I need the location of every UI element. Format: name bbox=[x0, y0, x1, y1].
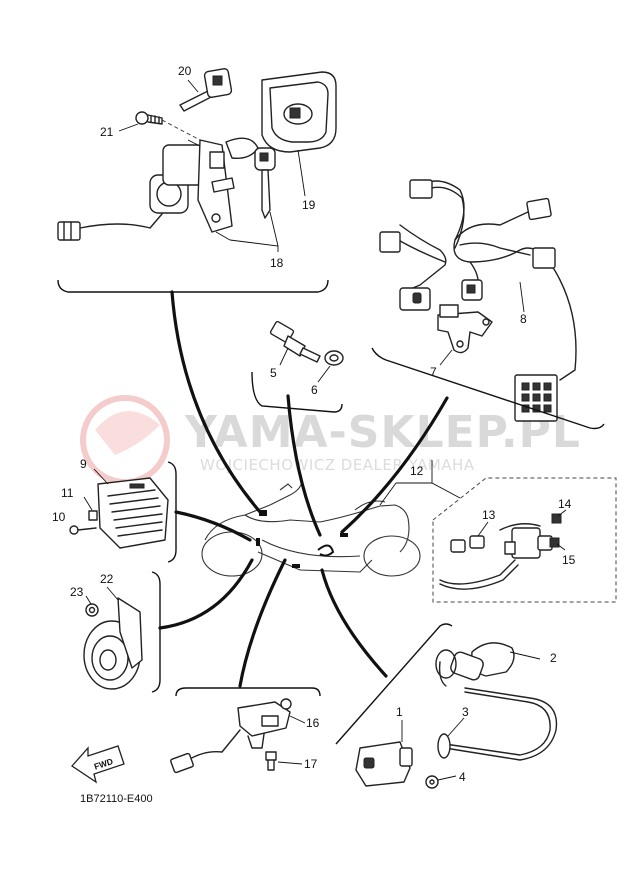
connector-13 bbox=[450, 539, 466, 553]
diagram-code: 1B72110-E400 bbox=[80, 793, 153, 805]
collar-icon bbox=[88, 510, 98, 521]
part-label-3: 3 bbox=[462, 705, 469, 719]
sensor-7 bbox=[437, 304, 493, 354]
switch-group-12: 12 14 15 13 bbox=[379, 460, 617, 603]
watermark-dealer: WOJCIECHOWICZ DEALER YAMAHA bbox=[200, 456, 475, 474]
watermark-logo-icon bbox=[80, 395, 170, 485]
part-label-10: 10 bbox=[52, 510, 66, 524]
wire-harness bbox=[419, 180, 577, 381]
sidestand-wire bbox=[187, 729, 241, 761]
part-label-8: 8 bbox=[520, 312, 527, 326]
group-bracket-sidestand bbox=[175, 687, 321, 697]
group-bracket-ignition bbox=[335, 623, 453, 745]
wire-harness-group: 8 7 bbox=[371, 179, 605, 430]
main-switch-connector bbox=[57, 221, 81, 241]
part-label-2: 2 bbox=[550, 651, 557, 665]
spare-key-icon bbox=[254, 147, 276, 219]
part-label-19: 19 bbox=[302, 198, 316, 212]
horn-group: 22 23 bbox=[70, 571, 161, 693]
ignition-coil bbox=[355, 741, 413, 787]
rectifier-regulator bbox=[97, 477, 169, 549]
connection-lines bbox=[158, 290, 449, 688]
part-label-1: 1 bbox=[396, 705, 403, 719]
main-switch bbox=[149, 137, 259, 233]
part-label-15: 15 bbox=[562, 553, 576, 567]
rectifier-group: 9 11 10 bbox=[52, 457, 177, 563]
terminal-15 bbox=[549, 537, 560, 548]
part-label-6: 6 bbox=[311, 383, 318, 397]
part-label-9: 9 bbox=[80, 457, 87, 471]
horn bbox=[83, 597, 143, 690]
part-label-11: 11 bbox=[61, 486, 74, 500]
plug-cap bbox=[435, 642, 515, 687]
part-label-14: 14 bbox=[558, 497, 572, 511]
main-switch-group: 20 21 19 18 bbox=[57, 64, 337, 293]
key-icon bbox=[179, 68, 233, 112]
sidestand-switch-group: 16 17 bbox=[170, 687, 321, 774]
group-bracket-18 bbox=[57, 279, 329, 293]
part-label-21: 21 bbox=[100, 125, 114, 139]
connection-marker bbox=[259, 510, 267, 516]
part-label-22: 22 bbox=[100, 572, 114, 586]
sidestand-switch bbox=[237, 698, 292, 749]
part-label-7: 7 bbox=[430, 365, 437, 379]
part-label-20: 20 bbox=[178, 64, 192, 78]
screw-icon bbox=[135, 111, 163, 125]
bolt-4-icon bbox=[425, 775, 439, 789]
seal-3 bbox=[437, 733, 451, 759]
part-label-17: 17 bbox=[304, 757, 318, 771]
part-label-4: 4 bbox=[459, 770, 466, 784]
seat-lock-cover bbox=[261, 71, 337, 153]
ignition-cable bbox=[444, 687, 558, 761]
part-label-18: 18 bbox=[270, 256, 284, 270]
part-label-12: 12 bbox=[410, 464, 424, 478]
washer-icon bbox=[324, 350, 344, 366]
group-bracket-harness bbox=[371, 347, 605, 430]
motorcycle-outline bbox=[201, 481, 421, 577]
part-label-16: 16 bbox=[306, 716, 320, 730]
switch-wire bbox=[439, 523, 553, 590]
bolt-icon bbox=[69, 525, 97, 535]
harness-connector bbox=[409, 179, 433, 199]
screw-17-icon bbox=[265, 751, 277, 771]
main-switch-wire bbox=[79, 213, 163, 229]
fwd-arrow-icon: FWD bbox=[71, 745, 125, 784]
watermark: YAMA-SKLEP.PL WOJCIECHOWICZ DEALER YAMAH… bbox=[80, 395, 581, 485]
part-label-5: 5 bbox=[270, 366, 277, 380]
watermark-brand: YAMA-SKLEP.PL bbox=[184, 407, 581, 458]
dashed-box bbox=[432, 477, 617, 603]
thermo-switch bbox=[269, 320, 321, 363]
ignition-coil-group: 1 3 2 4 bbox=[335, 623, 558, 789]
thermo-switch-group: 5 6 bbox=[251, 320, 344, 413]
group-bracket-thermo bbox=[251, 371, 343, 413]
terminal-14 bbox=[551, 513, 562, 524]
group-bracket-horn bbox=[151, 571, 161, 693]
part-label-13: 13 bbox=[482, 508, 496, 522]
part-label-23: 23 bbox=[70, 585, 84, 599]
nut-icon bbox=[85, 603, 99, 617]
